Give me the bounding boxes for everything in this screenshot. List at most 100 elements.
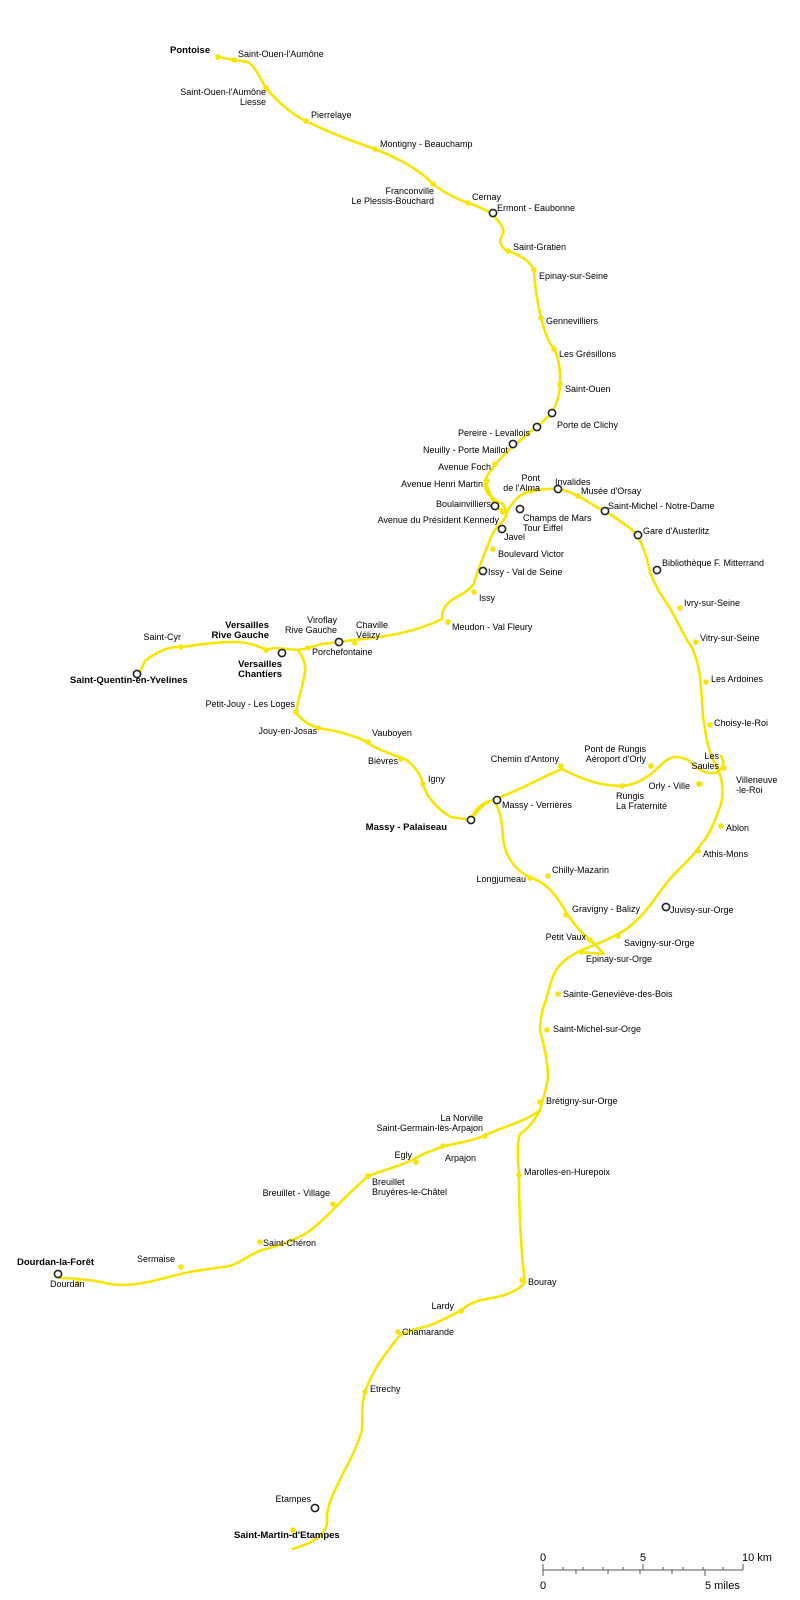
station-label-musee-dorsay: Musée d'Orsay — [581, 486, 642, 496]
station-marker-etrechy — [362, 1389, 368, 1395]
station-label-saint-quentin: Saint-Quentin-en-Yvelines — [70, 675, 188, 686]
station-marker-ermont-eaubonne — [488, 208, 498, 218]
station-label-massy-palaiseau: Massy - Palaiseau — [366, 822, 448, 833]
station-label-sermaise: Sermaise — [137, 1254, 175, 1264]
station-marker-pont-de-rungis — [648, 763, 654, 769]
station-label-saint-michel-sur-orge: Saint-Michel-sur-Orge — [553, 1024, 641, 1034]
station-marker-vitry-sur-seine — [693, 639, 699, 645]
station-label-les-gresillons: Les Grésillons — [559, 349, 617, 359]
station-marker-versailles-rive-gauche — [263, 647, 269, 653]
station-label-chemin-dantony: Chemin d'Antony — [491, 754, 560, 764]
station-marker-saint-quentin — [132, 669, 142, 679]
station-label-egly: Egly — [394, 1150, 412, 1160]
scale-km-zero: 0 — [540, 1552, 546, 1564]
station-marker-montigny-beauchamp — [372, 146, 378, 152]
station-marker-les-gresillons — [551, 346, 557, 352]
station-marker-massy-palaiseau — [466, 815, 476, 825]
route-segment — [216, 55, 562, 415]
station-label-meudon-val-fleury: Meudon - Val Fleury — [452, 622, 533, 632]
station-label-etrechy: Etrechy — [370, 1384, 401, 1394]
station-marker-les-ardoines — [703, 679, 709, 685]
station-marker-franconville — [430, 181, 436, 187]
station-marker-saint-ouen-laumone-liesse — [263, 85, 269, 91]
station-marker-epinay-sur-seine — [531, 267, 537, 273]
station-marker-ivry-sur-seine — [677, 605, 683, 611]
station-label-issy-val-de-seine: Issy - Val de Seine — [488, 567, 562, 577]
station-marker-chaville-velizy — [352, 640, 358, 646]
station-label-petit-jouy: Petit-Jouy - Les Loges — [205, 699, 295, 709]
station-marker-invalides — [553, 484, 563, 494]
station-marker-gravigny-balizy — [563, 912, 569, 918]
station-marker-gare-dausterlitz — [633, 530, 643, 540]
station-label-chamarande: Chamarande — [402, 1327, 454, 1337]
station-label-boulevard-victor: Boulevard Victor — [498, 549, 564, 559]
station-label-ablon: Ablon — [726, 823, 749, 833]
station-label-jouy-en-josas: Jouy-en-Josas — [258, 726, 317, 736]
station-label-igny: Igny — [428, 774, 446, 784]
station-marker-sainte-genevieve — [555, 991, 561, 997]
station-label-breuillet-village: Breuillet - Village — [263, 1188, 330, 1198]
station-marker-avenue-henri-martin — [484, 478, 490, 484]
station-marker-dourdan — [75, 1280, 81, 1286]
station-marker-saint-martin-detampes — [290, 1527, 296, 1533]
station-marker-pierrelaye — [303, 118, 309, 124]
station-marker-savigny — [615, 933, 621, 939]
scale-mi-end: 5 miles — [705, 1580, 740, 1592]
station-marker-vauboyen — [365, 739, 371, 745]
station-marker-champs-de-mars — [515, 504, 525, 514]
station-marker-bouray — [519, 1277, 525, 1283]
station-label-pontoise: Pontoise — [170, 45, 210, 56]
station-marker-saint-cyr — [178, 644, 184, 650]
station-marker-saint-ouen — [557, 381, 563, 387]
station-label-arpajon: Arpajon — [445, 1153, 476, 1163]
station-label-ivry-sur-seine: Ivry-sur-Seine — [684, 598, 740, 608]
station-label-pereire-levallois: Pereire - Levallois — [458, 428, 531, 438]
station-label-saint-michel-notre-dame: Saint-Michel - Notre-Dame — [608, 501, 715, 511]
station-label-porte-de-clichy: Porte de Clichy — [557, 420, 619, 430]
station-marker-chilly-mazarin — [545, 873, 551, 879]
scale-bar: 0 5 10 km 0 5 miles — [540, 1552, 772, 1592]
station-marker-neuilly-porte-maillot — [508, 439, 518, 449]
station-marker-bievres — [398, 756, 404, 762]
station-label-neuilly-porte-maillot: Neuilly - Porte Maillot — [423, 445, 509, 455]
station-marker-breuillet-village — [330, 1201, 336, 1207]
station-markers — [53, 54, 727, 1533]
station-marker-sermaise — [178, 1264, 184, 1270]
station-marker-pont-de-lalma — [528, 488, 534, 494]
station-label-choisy-le-roi: Choisy-le-Roi — [714, 718, 768, 728]
station-label-savigny: Savigny-sur-Orge — [624, 938, 695, 948]
station-label-issy: Issy — [479, 593, 496, 603]
station-label-avenue-foch: Avenue Foch — [438, 462, 491, 472]
station-label-bretigny: Brétigny-sur-Orge — [546, 1096, 618, 1106]
station-marker-epinay-sur-orge — [579, 949, 585, 955]
station-label-epinay-sur-orge: Epinay-sur-Orge — [586, 954, 652, 964]
station-label-saint-ouen: Saint-Ouen — [565, 384, 611, 394]
station-marker-saint-gratien — [505, 248, 511, 254]
station-marker-chemin-dantony — [558, 763, 564, 769]
station-label-les-ardoines: Les Ardoines — [711, 674, 764, 684]
station-label-bouray: Bouray — [528, 1277, 557, 1287]
station-label-cernay: Cernay — [472, 192, 502, 202]
route-segment — [294, 648, 725, 822]
station-label-avenue-henri-martin: Avenue Henri Martin — [401, 479, 483, 489]
station-marker-saint-ouen-laumone — [231, 57, 237, 63]
route-segment — [291, 1280, 527, 1551]
station-marker-villeneuve-le-roi — [721, 765, 727, 771]
station-label-gennevilliers: Gennevilliers — [546, 316, 599, 326]
station-marker-musee-dorsay — [575, 493, 581, 499]
station-label-athis-mons: Athis-Mons — [703, 849, 749, 859]
station-marker-igny — [420, 781, 426, 787]
station-label-montigny-beauchamp: Montigny - Beauchamp — [380, 139, 473, 149]
station-label-saint-cyr: Saint-Cyr — [143, 632, 181, 642]
station-marker-bretigny — [537, 1099, 543, 1105]
station-marker-issy-val-de-seine — [478, 566, 488, 576]
station-label-javel: Javel — [504, 532, 525, 542]
station-label-saint-ouen-laumone: Saint-Ouen-l'Aumône — [238, 49, 324, 59]
